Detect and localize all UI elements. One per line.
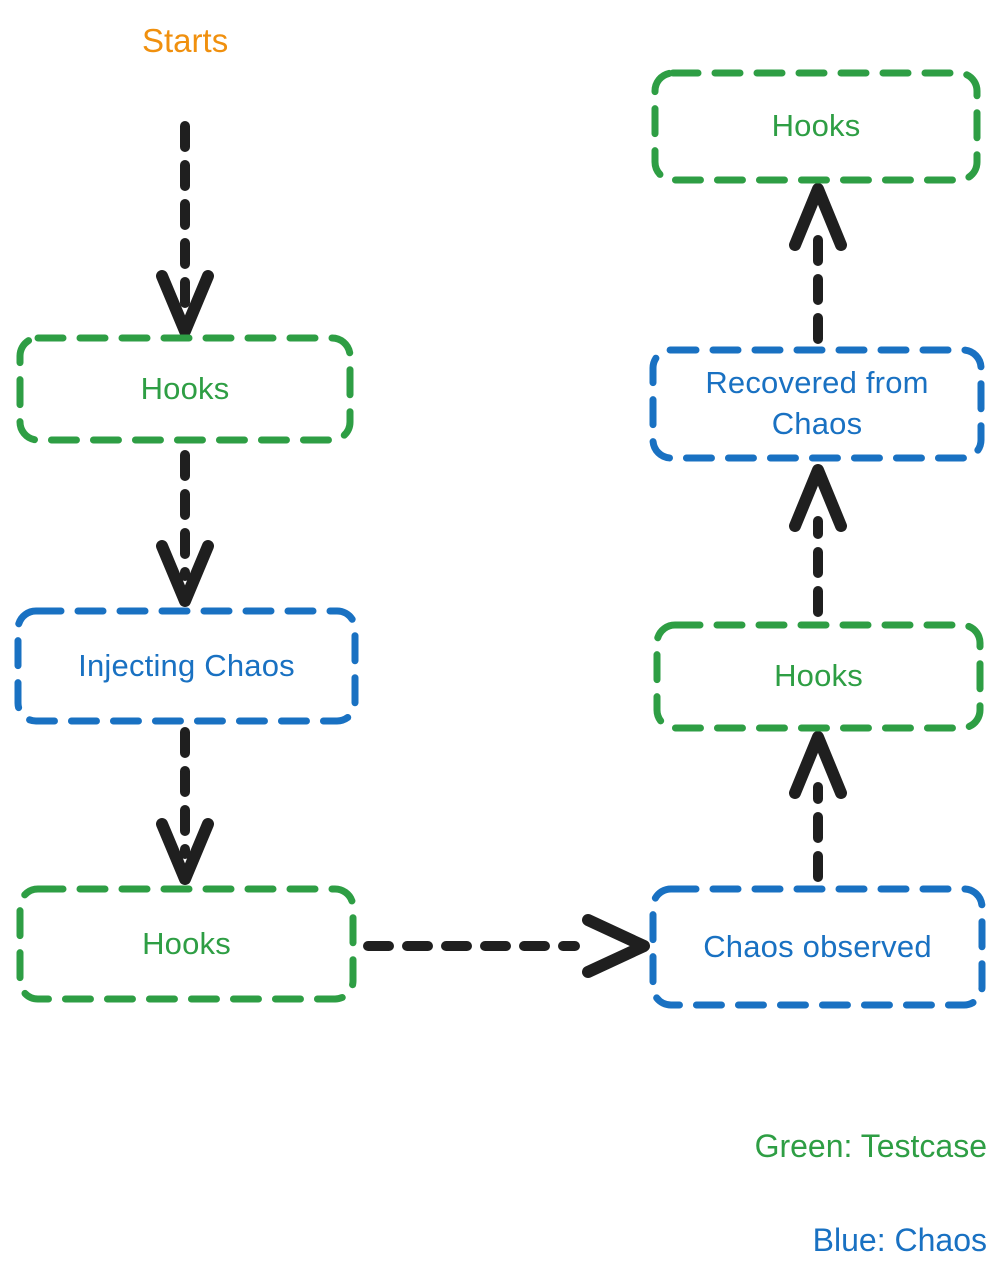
node-label: Chaos observed [703, 928, 932, 964]
dashed-box-outline [649, 885, 986, 1009]
arrow-recovered-to-hooks [789, 183, 847, 344]
legend-testcase: Green: Testcase [754, 1128, 987, 1164]
arrow-hooks-to-injecting-chaos [156, 450, 214, 607]
arrow-injecting-chaos-to-hooks [156, 727, 214, 885]
node-hooks-top-left: Hooks [15, 333, 355, 445]
dashed-box-outline [16, 885, 357, 1003]
arrow-hooks-to-chaos-observed [363, 914, 650, 978]
legend-chaos: Blue: Chaos [812, 1222, 987, 1258]
node-label: Hooks [142, 925, 231, 961]
node-injecting-chaos: Injecting Chaos [13, 606, 360, 726]
arrow-hooks-to-recovered [789, 464, 847, 617]
node-hooks-mid-right: Hooks [652, 620, 985, 733]
arrow-starts-to-hooks [156, 121, 214, 337]
node-label: Hooks [140, 370, 230, 406]
node-recovered-from-chaos: Recovered from Chaos [648, 345, 986, 463]
arrow-chaos-observed-to-hooks [789, 731, 847, 882]
node-label: Recovered from Chaos [705, 365, 929, 441]
dashed-box-outline [14, 607, 359, 725]
dashed-box-outline [649, 346, 985, 462]
dashed-box-outline [653, 621, 984, 732]
node-label: Hooks [774, 658, 863, 694]
start-label: Starts [142, 22, 229, 59]
node-chaos-observed: Chaos observed [648, 884, 987, 1010]
dashed-box-outline [16, 334, 354, 444]
node-hooks-top-right: Hooks [650, 68, 982, 185]
dashed-box-outline [651, 69, 981, 184]
node-label: Hooks [771, 108, 861, 144]
node-label: Injecting Chaos [78, 647, 295, 683]
node-hooks-bottom-left: Hooks [15, 884, 358, 1004]
